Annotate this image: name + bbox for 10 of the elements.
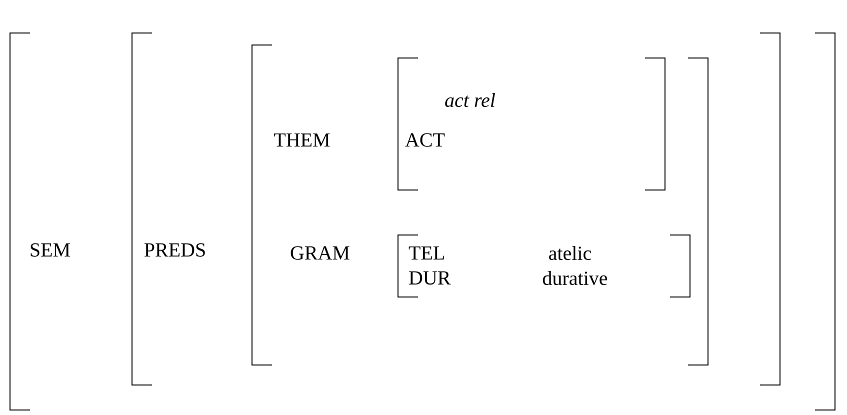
feature-label: THEM [274,133,330,147]
feature-label: TEL [408,246,444,260]
feature-label: SEM [30,243,70,257]
feature-label: PREDS [144,243,205,257]
feature-label: GRAM [290,246,350,260]
feature-label: DUR [409,271,451,285]
feature-label: ACT [405,133,445,147]
feature-label: durative [542,270,608,286]
feature-label: act rel [445,92,496,108]
feature-label: atelic [549,246,592,260]
